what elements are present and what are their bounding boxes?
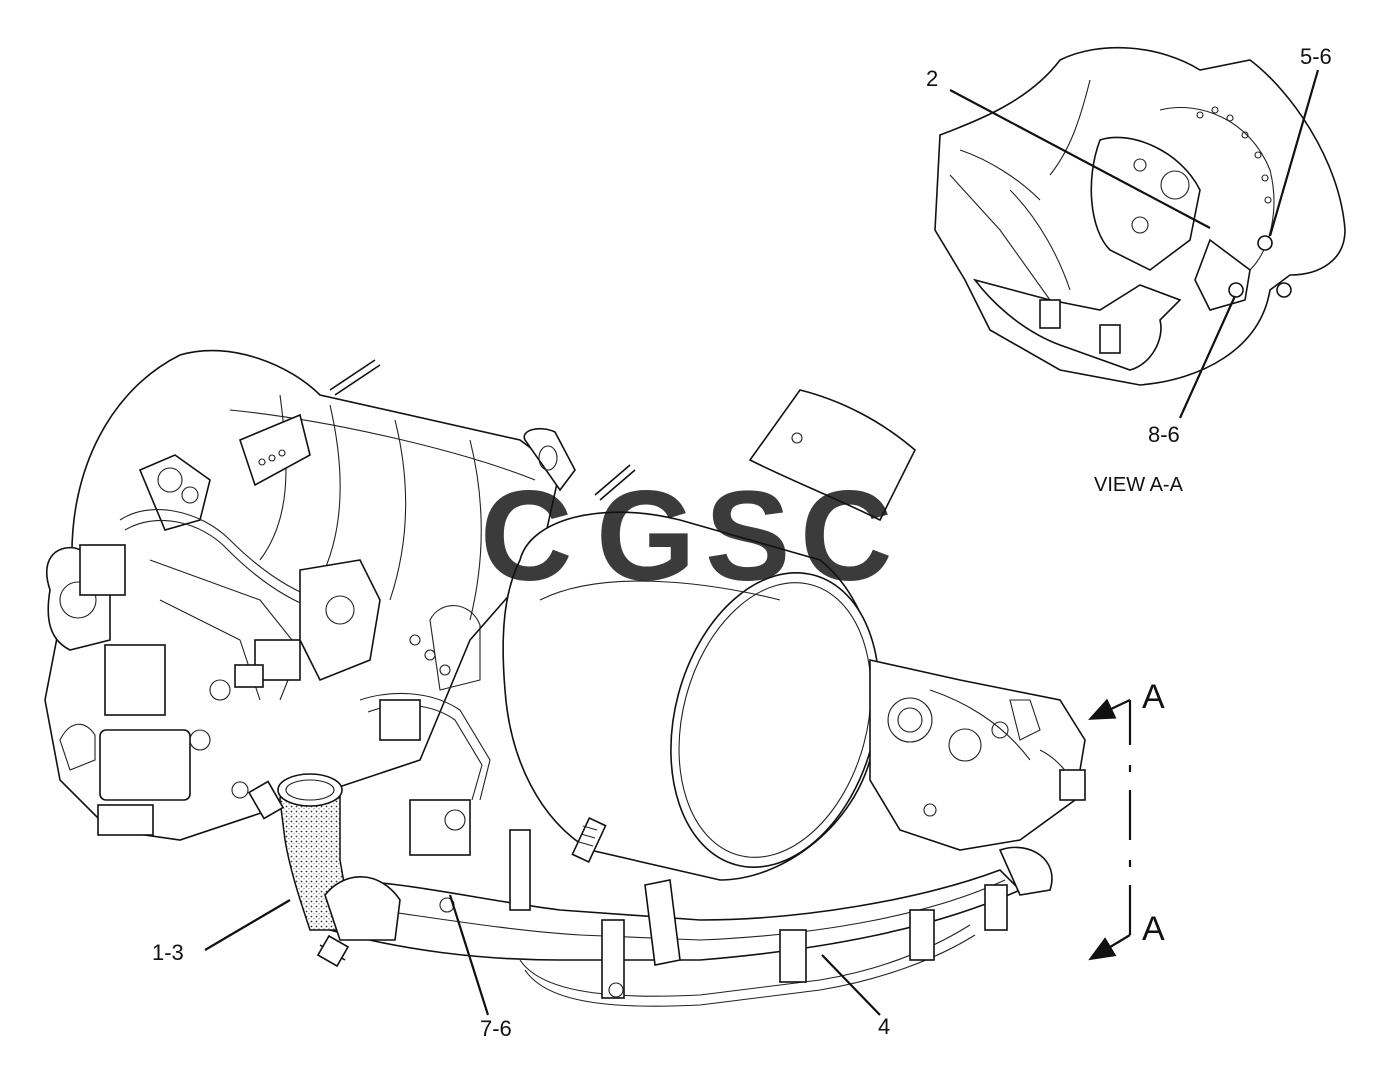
section-label-top: A xyxy=(1142,678,1165,716)
fittings xyxy=(247,780,607,913)
section-line-a-a: A A xyxy=(1088,678,1165,961)
watermark-letter-s: S xyxy=(705,465,790,608)
watermark-letter-c1: C xyxy=(480,465,572,608)
callout-1-3: 1-3 xyxy=(152,940,184,965)
watermark-letter-g: G xyxy=(596,465,696,608)
view-title: VIEW A-A xyxy=(1094,474,1184,496)
cgsc-watermark: C G S C xyxy=(480,465,892,608)
callout-2: 2 xyxy=(926,66,938,91)
leader-8-6 xyxy=(1178,295,1237,419)
exhaust-outlet xyxy=(502,389,916,881)
section-arrow-top xyxy=(1088,698,1131,720)
callout-8-6: 8-6 xyxy=(1148,422,1180,447)
callout-4: 4 xyxy=(878,1014,890,1039)
exhaust-elbow xyxy=(277,773,401,968)
leader-4 xyxy=(821,954,881,1016)
callout-labels: 1-3 7-6 4 2 5-6 8-6 VIEW A-A xyxy=(152,44,1332,1041)
watermark-letter-c2: C xyxy=(800,465,892,608)
leader-2 xyxy=(949,89,1211,229)
callout-7-6: 7-6 xyxy=(480,1016,512,1041)
section-label-bottom: A xyxy=(1142,910,1165,948)
callout-5-6: 5-6 xyxy=(1300,44,1332,69)
leader-7-6 xyxy=(448,894,490,1016)
tube-assembly xyxy=(329,846,1053,1007)
section-arrow-bottom xyxy=(1088,934,1131,961)
leader-5-6 xyxy=(1268,69,1320,237)
engine-assembly xyxy=(44,349,636,856)
fuel-control xyxy=(869,659,1086,851)
view-a-a-inset xyxy=(934,46,1346,386)
leader-lines xyxy=(204,69,1320,1016)
leader-1-3 xyxy=(204,899,291,951)
